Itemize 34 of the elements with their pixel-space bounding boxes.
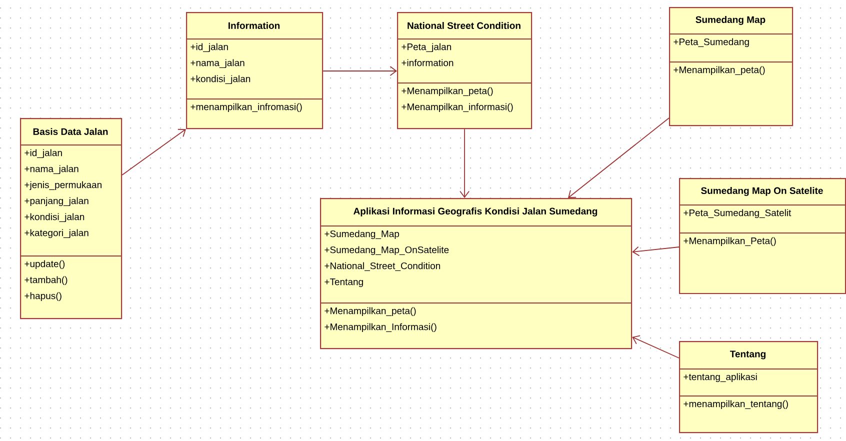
attribute-list: +Peta_jalan +information [402, 43, 454, 66]
class-box [320, 198, 632, 350]
class-box [669, 7, 794, 126]
class-box [679, 341, 818, 434]
arrow [322, 66, 397, 76]
method-list: +Menampilkan_peta() [674, 66, 765, 76]
method-list: +menampilkan_infromasi() [190, 103, 302, 112]
class-box [20, 118, 122, 320]
arrow [568, 118, 670, 198]
class-name: Basis Data Jalan [33, 128, 108, 135]
class-box [186, 12, 324, 130]
arrow [632, 335, 680, 358]
method-list: +update() +tambah() +hapus() [24, 260, 68, 302]
attribute-list: +Peta_Sumedang_Satelit [684, 209, 792, 218]
method-list: +Menampilkan_peta() +Menampilkan_Informasi() [324, 307, 436, 332]
method-list: +Menampilkan_peta() +Menampilkan_informasi() [402, 87, 513, 112]
attribute-list: +id_jalan +nama_jalan +kondisi_jalan [190, 43, 250, 84]
class-box [679, 178, 846, 294]
class-name: Aplikasi Informasi Geografis Kondisi Jalan Sumedang [354, 208, 598, 216]
class-name: Information [228, 22, 280, 29]
attribute-list: +id_jalan +nama_jalan +jenis_permukaan +panjang_jalan +kondisi_jalan +kategori_jalan [24, 149, 102, 238]
attribute-list: +Peta_Sumedang [674, 38, 749, 48]
class-name: Tentang [730, 350, 766, 360]
attribute-list: +tentang_aplikasi [684, 373, 757, 382]
method-list: +menampilkan_tentang() [684, 400, 788, 410]
arrow [122, 128, 186, 176]
class-name: Sumedang Map [696, 16, 766, 25]
method-list: +Menampilkan_Peta() [684, 237, 776, 246]
attribute-list: +Sumedang_Map +Sumedang_Map_OnSatelite +National_Street_Condition +Tentang [324, 230, 449, 288]
class-box [397, 12, 532, 130]
arrow [632, 246, 680, 256]
arrow [460, 128, 470, 198]
class-name: National Street Condition [408, 22, 520, 29]
class-name: Sumedang Map On Satelite [701, 187, 823, 196]
